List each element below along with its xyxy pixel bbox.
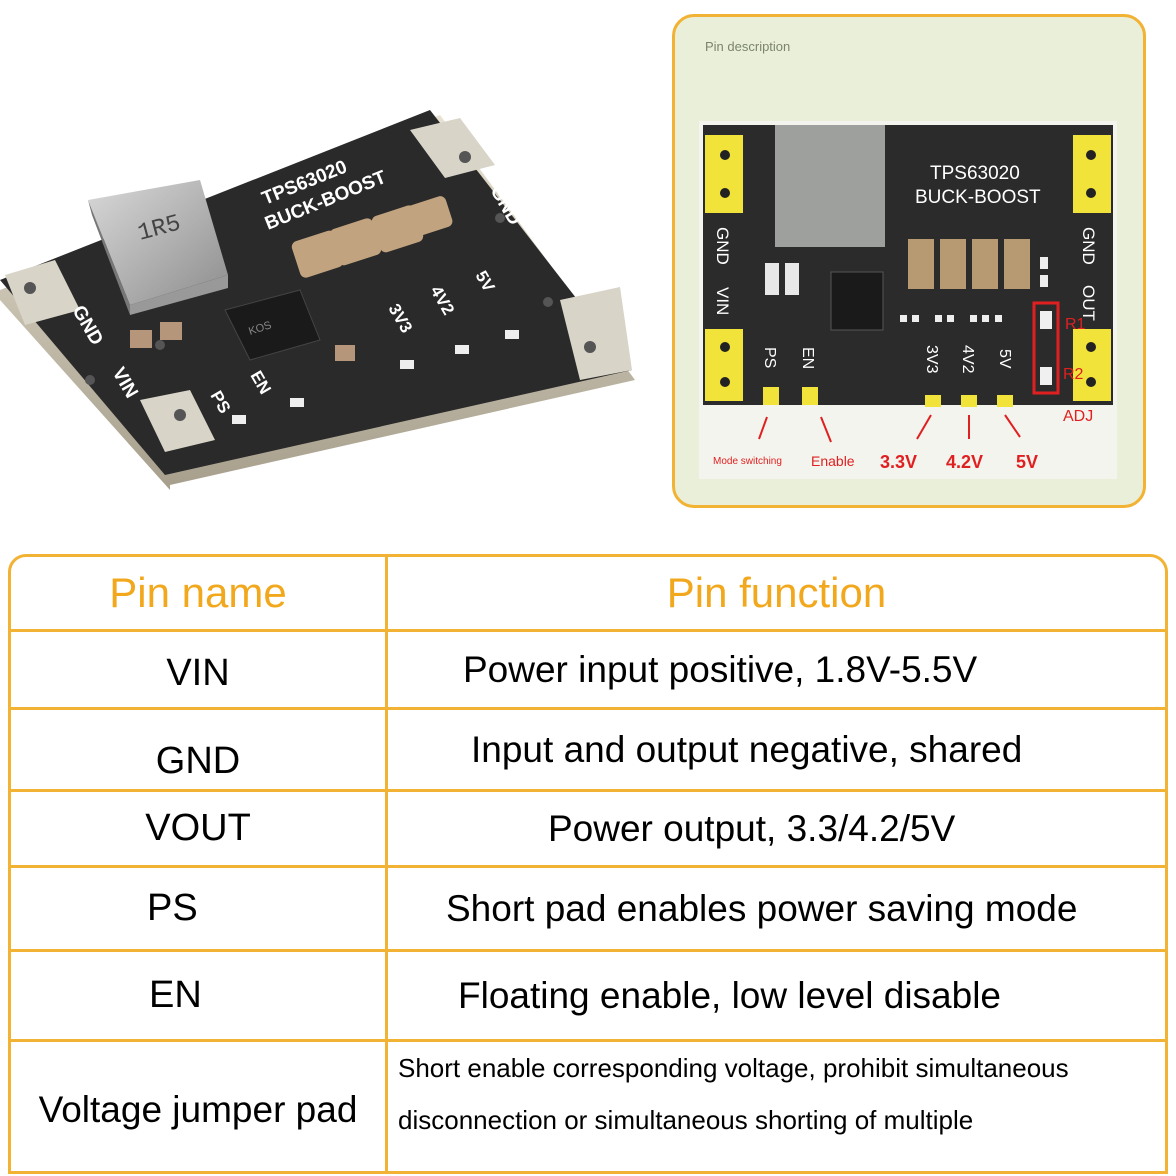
diagram-pad-3v3: 3V3	[923, 345, 940, 374]
header-pin-function: Pin function	[666, 569, 887, 616]
row-pin-name: VOUT	[145, 807, 251, 849]
row-pin-name: GND	[155, 740, 241, 782]
pcb-board	[0, 110, 632, 475]
row-pin-name: EN	[149, 974, 202, 1016]
table-header-row: Pin name Pin function	[11, 557, 1165, 632]
pin-diagram: TPS63020 BUCK-BOOST GND VIN GND OUT R1 R…	[699, 121, 1117, 479]
row-pin-function: Floating enable, low level disable	[458, 974, 1002, 1016]
table-row: EN Floating enable, low level disable	[11, 952, 1165, 1042]
pin-table: Pin name Pin function VIN Power input po…	[8, 554, 1168, 1174]
diagram-left-vin: VIN	[713, 287, 732, 315]
header-pin-name: Pin name	[109, 569, 287, 616]
diagram-pad-en: EN	[799, 347, 816, 369]
table-row: Voltage jumper pad Short enable correspo…	[11, 1042, 1165, 1171]
diagram-chip-label: TPS63020	[930, 163, 1020, 184]
inductor	[88, 180, 228, 305]
diagram-pad-ps: PS	[761, 347, 778, 368]
table-row: VIN Power input positive, 1.8V-5.5V	[11, 632, 1165, 710]
table-row: VOUT Power output, 3.3/4.2/5V	[11, 792, 1165, 868]
diagram-caption: Pin description	[705, 39, 791, 54]
row-pin-function: Power output, 3.3/4.2/5V	[548, 807, 956, 849]
note-3v3: 3.3V	[880, 452, 917, 472]
diagram-right-gnd: GND	[1079, 227, 1098, 265]
row-pin-function: Short enable corresponding voltage, proh…	[388, 1042, 1165, 1171]
diagram-pad-4v2: 4V2	[959, 345, 976, 374]
photo-ic	[224, 289, 321, 361]
adj-label: ADJ	[1063, 408, 1093, 425]
r1-label: R1	[1065, 316, 1086, 333]
pin-description-card: Pin description TPS63020 BUCK-BOOST GND …	[672, 14, 1146, 508]
diagram-pad-5v: 5V	[996, 349, 1013, 369]
r2-label: R2	[1063, 366, 1084, 383]
row-pin-function-line1: Short enable corresponding voltage, proh…	[398, 1053, 1069, 1083]
table-row: GND Input and output negative, shared	[11, 710, 1165, 792]
row-pin-function: Input and output negative, shared	[471, 728, 1023, 770]
row-pin-function: Power input positive, 1.8V-5.5V	[463, 648, 978, 690]
table-row: PS Short pad enables power saving mode	[11, 868, 1165, 952]
diagram-ic	[830, 271, 884, 331]
resistor-highlight-box	[1032, 301, 1060, 395]
row-pin-name: Voltage jumper pad	[38, 1088, 358, 1130]
pcb-photo-illustration: 1R5 TPS63020 BUCK-BOOST KOS GND OUT GND …	[0, 110, 635, 490]
note-5v: 5V	[1016, 452, 1038, 472]
row-pin-function: Short pad enables power saving mode	[446, 887, 1078, 929]
row-pin-function-line2: disconnection or simultaneous shorting o…	[398, 1105, 974, 1135]
note-mode-switching: Mode switching	[713, 456, 782, 467]
diagram-right-out: OUT	[1079, 285, 1098, 321]
diagram-inductor	[775, 125, 885, 247]
note-enable: Enable	[811, 453, 855, 469]
note-4v2: 4.2V	[946, 452, 983, 472]
diagram-left-gnd: GND	[713, 227, 732, 265]
row-pin-name: PS	[147, 887, 198, 929]
row-pin-name: VIN	[166, 652, 230, 694]
diagram-chip-label2: BUCK-BOOST	[915, 187, 1041, 208]
module-photo: 1R5 TPS63020 BUCK-BOOST KOS GND OUT GND …	[0, 90, 650, 510]
